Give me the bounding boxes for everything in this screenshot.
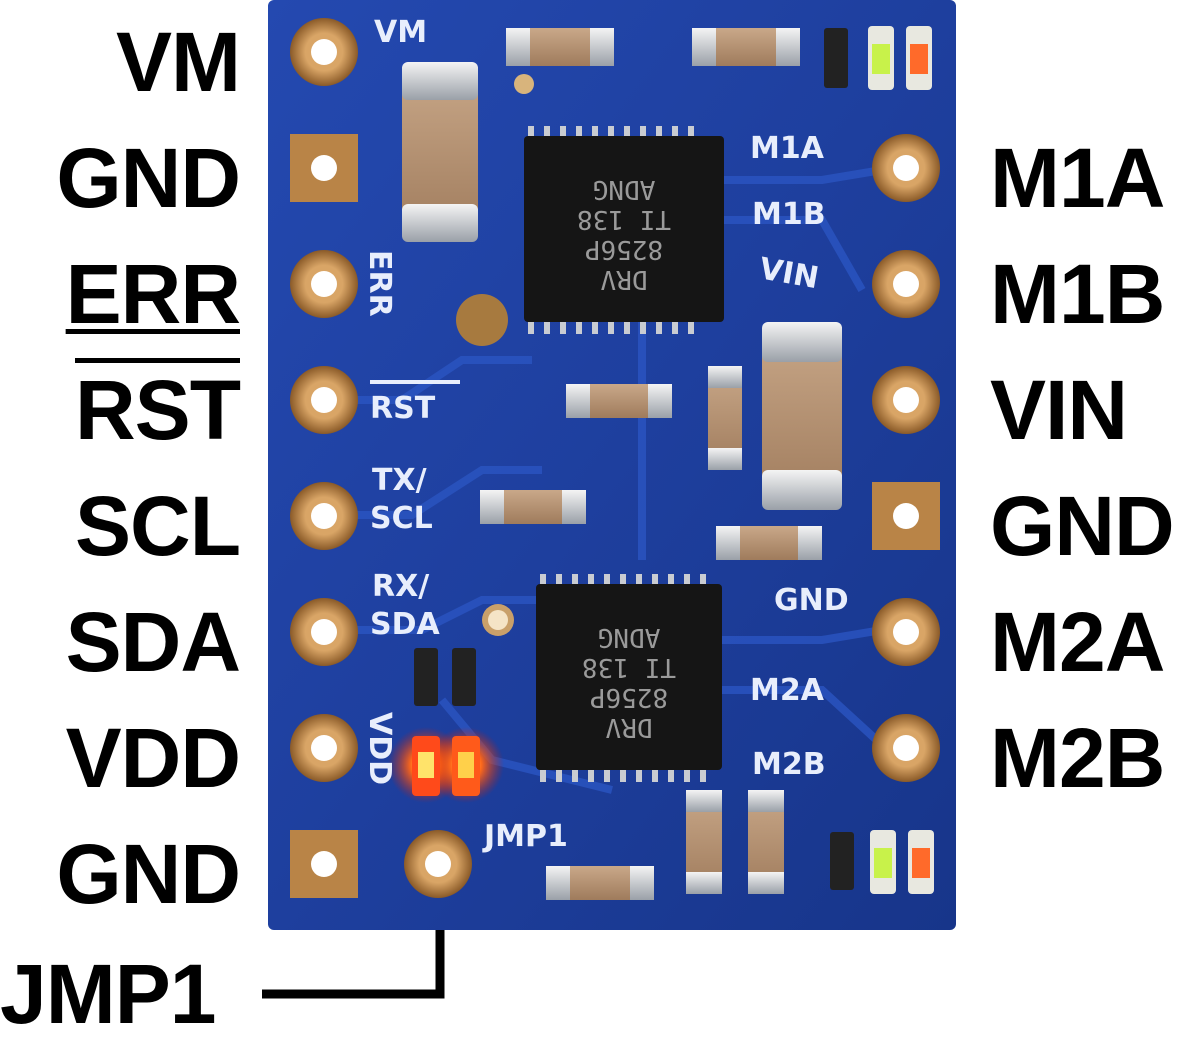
status-leds-top	[868, 26, 932, 90]
pin-label-sda: SDA	[65, 595, 241, 689]
silk-m1a: M1A	[750, 131, 825, 166]
silk-tx: TX/	[372, 463, 427, 498]
silk-jmp1: JMP1	[482, 819, 568, 854]
silk-vdd: VDD	[362, 712, 397, 785]
power-leds	[388, 727, 504, 803]
silk-err: ERR	[362, 250, 397, 317]
motor-driver-board: DRV 8256P TI 138 ADNG DRV 8256P TI 138 A…	[268, 0, 956, 930]
capacitors	[402, 28, 842, 900]
pin-label-m1b: M1B	[990, 247, 1165, 341]
silkscreen: VM ERR RST TX/ SCL RX/ SDA VDD JMP1 M1A …	[362, 15, 849, 854]
pin-label-err: ERR	[65, 247, 241, 341]
jumper-label: JMP1	[0, 947, 216, 1041]
driver-chip-1: DRV 8256P TI 138 ADNG	[524, 126, 724, 334]
silk-vm: VM	[374, 15, 427, 50]
chip-marking-3: TI 138	[582, 652, 676, 682]
silk-sda: SDA	[370, 607, 441, 642]
pin-label-m2a: M2A	[990, 595, 1165, 689]
right-pads	[872, 134, 940, 782]
resistors	[414, 28, 854, 890]
status-leds-bottom	[870, 830, 934, 894]
pin-label-gnd-2: GND	[56, 827, 241, 921]
chip-marking-2: 8256P	[590, 682, 668, 712]
silk-rst: RST	[370, 391, 436, 426]
via	[514, 74, 534, 94]
chip-marking-1: DRV	[606, 712, 653, 742]
chip-marking-4: ADNG	[593, 174, 656, 204]
silk-rx: RX/	[372, 569, 429, 604]
pin-label-vm: VM	[116, 15, 241, 109]
chip-marking-4: ADNG	[598, 622, 661, 652]
chip-marking-1: DRV	[601, 264, 648, 294]
silk-m2a: M2A	[750, 673, 825, 708]
pin-label-m1a: M1A	[990, 131, 1165, 225]
left-pads	[290, 18, 472, 898]
chip-marking-2: 8256P	[585, 234, 663, 264]
silk-scl: SCL	[370, 501, 433, 536]
silk-m2b: M2B	[752, 747, 826, 782]
pin-label-gnd-right: GND	[990, 479, 1175, 573]
pin-label-gnd: GND	[56, 131, 241, 225]
pin-label-scl: SCL	[75, 479, 241, 573]
silk-gnd: GND	[774, 583, 849, 618]
chip-marking-3: TI 138	[577, 204, 671, 234]
pin-label-m2b: M2B	[990, 711, 1165, 805]
test-pad	[456, 294, 508, 346]
driver-chip-2: DRV 8256P TI 138 ADNG	[536, 574, 722, 782]
silk-m1b: M1B	[752, 197, 826, 232]
pin-label-vin: VIN	[990, 363, 1128, 457]
pin-label-vdd: VDD	[65, 711, 241, 805]
pin-label-rst: RST	[75, 363, 241, 457]
